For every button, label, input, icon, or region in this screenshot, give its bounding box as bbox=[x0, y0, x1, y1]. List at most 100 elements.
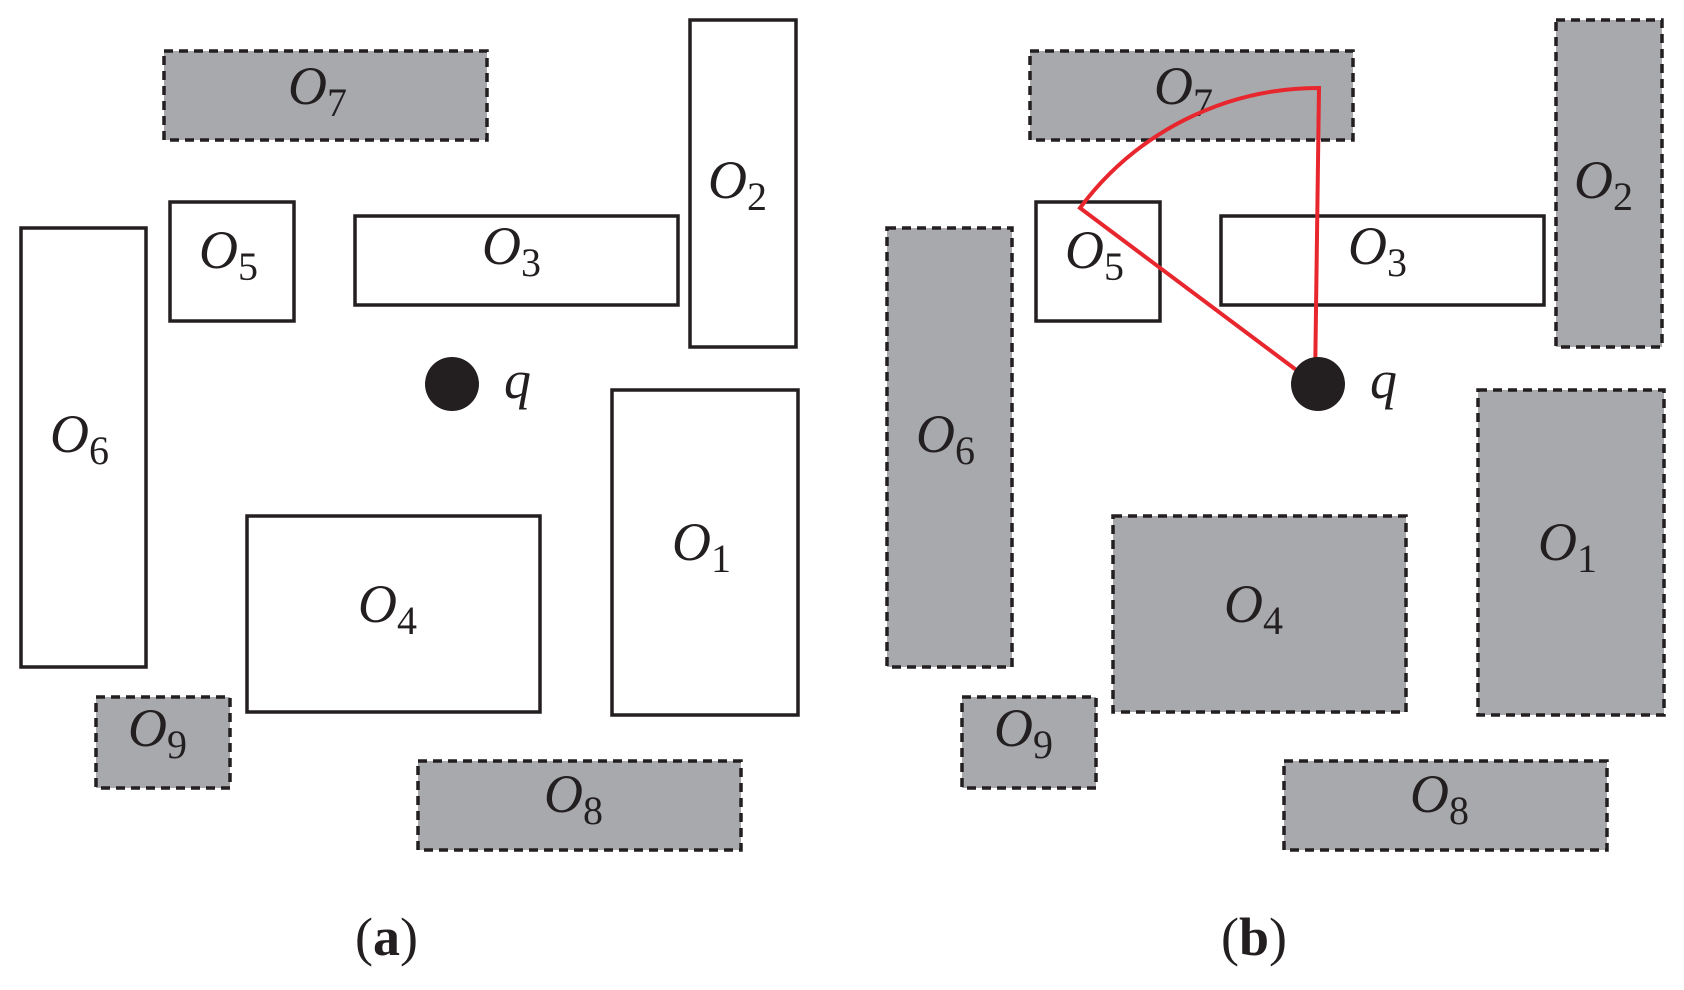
object-label-name: O bbox=[1538, 512, 1577, 572]
object-O1: O1 bbox=[1476, 388, 1666, 717]
object-O7: O7 bbox=[1028, 49, 1355, 142]
object-label-name: O bbox=[128, 698, 167, 758]
object-label: O5 bbox=[199, 220, 258, 289]
object-label-name: O bbox=[1154, 56, 1193, 116]
object-label-subscript: 6 bbox=[89, 428, 109, 473]
object-O8: O8 bbox=[416, 759, 743, 852]
object-label-subscript: 4 bbox=[397, 598, 417, 643]
object-label-subscript: 2 bbox=[747, 174, 767, 219]
caption-open-paren: ( bbox=[1221, 907, 1239, 967]
object-box bbox=[19, 226, 148, 669]
caption-letter: b bbox=[1239, 907, 1269, 967]
object-label-name: O bbox=[1348, 216, 1387, 276]
object-label-name: O bbox=[199, 220, 238, 280]
caption-close-paren: ) bbox=[1269, 907, 1287, 967]
object-label: O2 bbox=[708, 150, 767, 219]
object-label: O3 bbox=[1348, 216, 1407, 285]
query-label: q bbox=[1370, 350, 1397, 410]
object-label: O5 bbox=[1065, 220, 1124, 289]
caption-open-paren: ( bbox=[355, 907, 373, 967]
object-label-name: O bbox=[358, 574, 397, 634]
object-label: O3 bbox=[482, 216, 541, 285]
object-label: O9 bbox=[994, 698, 1053, 767]
object-label-name: O bbox=[1574, 150, 1613, 210]
object-label: O4 bbox=[358, 574, 417, 643]
object-label-subscript: 9 bbox=[167, 722, 187, 767]
object-O7: O7 bbox=[162, 49, 489, 142]
object-box bbox=[1111, 514, 1408, 714]
object-label: O8 bbox=[544, 764, 603, 833]
object-label: O7 bbox=[288, 56, 347, 125]
object-label: O8 bbox=[1410, 764, 1469, 833]
object-O1: O1 bbox=[610, 388, 800, 717]
object-box bbox=[168, 200, 296, 323]
object-label: O1 bbox=[1538, 512, 1597, 581]
object-box bbox=[885, 226, 1014, 669]
object-box bbox=[245, 514, 542, 714]
object-label-subscript: 8 bbox=[1449, 788, 1469, 833]
object-label-subscript: 9 bbox=[1033, 722, 1053, 767]
object-label-name: O bbox=[1065, 220, 1104, 280]
object-O2: O2 bbox=[1554, 18, 1664, 349]
object-O8: O8 bbox=[1282, 759, 1609, 852]
object-label: O1 bbox=[672, 512, 731, 581]
object-label-subscript: 8 bbox=[583, 788, 603, 833]
object-label-subscript: 7 bbox=[1193, 80, 1213, 125]
object-label-name: O bbox=[544, 764, 583, 824]
object-O9: O9 bbox=[960, 695, 1098, 790]
query-point bbox=[1291, 357, 1345, 411]
object-O5: O5 bbox=[168, 200, 296, 323]
panel-caption: (b) bbox=[1221, 907, 1287, 967]
object-box bbox=[610, 388, 800, 717]
object-box bbox=[162, 49, 489, 142]
caption-close-paren: ) bbox=[400, 907, 418, 967]
object-label-name: O bbox=[50, 404, 89, 464]
object-box bbox=[353, 214, 680, 307]
object-label-subscript: 2 bbox=[1613, 174, 1633, 219]
object-O2: O2 bbox=[688, 18, 798, 349]
object-box bbox=[1554, 18, 1664, 349]
object-label-subscript: 5 bbox=[1104, 244, 1124, 289]
object-label: O6 bbox=[916, 404, 975, 473]
object-label-subscript: 5 bbox=[238, 244, 258, 289]
object-label-subscript: 3 bbox=[521, 240, 541, 285]
object-label-subscript: 1 bbox=[711, 536, 731, 581]
object-O6: O6 bbox=[19, 226, 148, 669]
object-label: O6 bbox=[50, 404, 109, 473]
object-box bbox=[416, 759, 743, 852]
object-label-name: O bbox=[288, 56, 327, 116]
panel-caption: (a) bbox=[355, 907, 418, 967]
object-box bbox=[1282, 759, 1609, 852]
object-box bbox=[960, 695, 1098, 790]
object-label: O7 bbox=[1154, 56, 1213, 125]
object-label-name: O bbox=[916, 404, 955, 464]
object-label-subscript: 4 bbox=[1263, 598, 1283, 643]
object-label-name: O bbox=[482, 216, 521, 276]
object-box bbox=[1476, 388, 1666, 717]
object-label-name: O bbox=[994, 698, 1033, 758]
object-O9: O9 bbox=[94, 695, 232, 790]
object-label-name: O bbox=[672, 512, 711, 572]
query-label: q bbox=[504, 350, 531, 410]
object-O4: O4 bbox=[1111, 514, 1408, 714]
object-O3: O3 bbox=[353, 214, 680, 307]
object-label-name: O bbox=[708, 150, 747, 210]
visibility-sector bbox=[1077, 85, 1322, 388]
object-label-subscript: 6 bbox=[955, 428, 975, 473]
object-box bbox=[1028, 49, 1355, 142]
object-box bbox=[1219, 214, 1546, 307]
object-label-subscript: 3 bbox=[1387, 240, 1407, 285]
object-O4: O4 bbox=[245, 514, 542, 714]
object-label-name: O bbox=[1410, 764, 1449, 824]
object-label-subscript: 7 bbox=[327, 80, 347, 125]
object-label: O2 bbox=[1574, 150, 1633, 219]
caption-letter: a bbox=[373, 907, 400, 967]
object-label: O9 bbox=[128, 698, 187, 767]
object-box bbox=[688, 18, 798, 349]
object-O3: O3 bbox=[1219, 214, 1546, 307]
